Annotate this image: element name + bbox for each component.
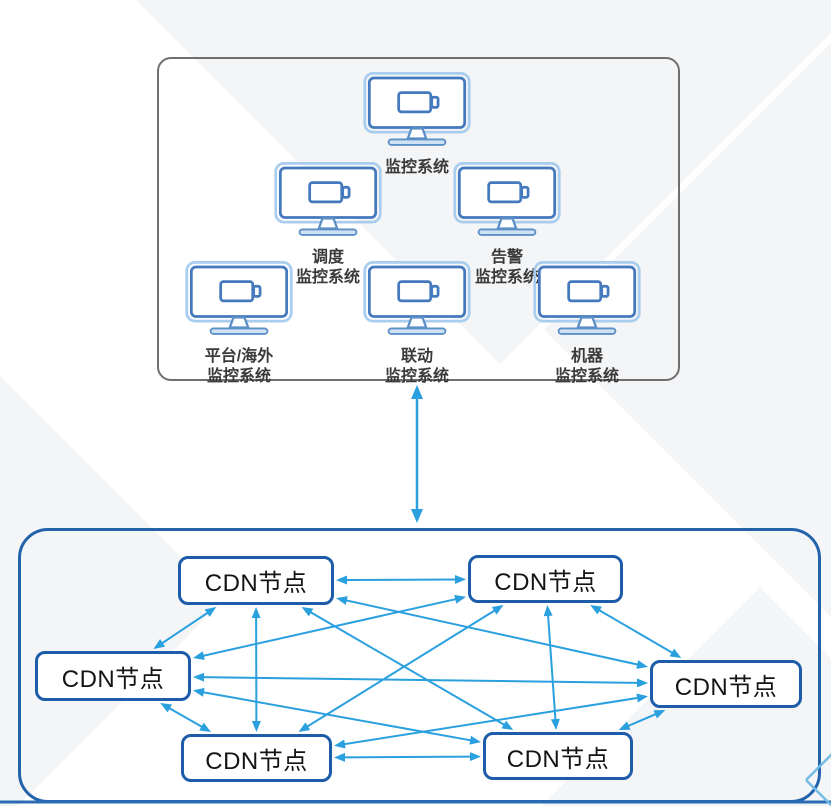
monitor-label-line1: 监控系统 <box>384 159 449 176</box>
monitor-label-line2: 监控系统 <box>474 269 539 286</box>
monitor-label-line1: 平台/海外 <box>204 348 274 365</box>
monitor-label-line2: 监控系统 <box>384 368 449 385</box>
monitor-label-line2: 监控系统 <box>295 269 360 286</box>
monitor-unit-alert: 告警 监控系统 <box>452 160 562 287</box>
monitor-icon <box>453 162 561 236</box>
monitor-unit-main: 监控系统 <box>362 70 472 179</box>
monitor-label-line1: 调度 <box>311 249 344 266</box>
monitor-label-line1: 机器 <box>570 348 603 365</box>
monitor-icon <box>274 162 382 236</box>
monitor-unit-scheduling: 调度 监控系统 <box>273 160 383 287</box>
monitor-unit-linkage: 联动 监控系统 <box>362 259 472 386</box>
cdn-node-top-right: CDN节点 <box>468 555 623 603</box>
cdn-node-top-left: CDN节点 <box>178 556 334 605</box>
cdn-node-bottom-right: CDN节点 <box>483 732 633 780</box>
monitor-icon <box>185 261 293 335</box>
monitor-label-line2: 监控系统 <box>554 368 619 385</box>
monitor-label-line2: 监控系统 <box>206 368 271 385</box>
monitor-icon <box>363 261 471 335</box>
monitor-label-line1: 联动 <box>400 348 433 365</box>
monitoring-systems-panel <box>157 57 680 381</box>
monitor-unit-machine: 机器 监控系统 <box>532 259 642 386</box>
monitor-label-line1: 告警 <box>490 249 523 266</box>
monitor-icon <box>533 261 641 335</box>
cdn-node-mid-left: CDN节点 <box>35 651 191 701</box>
monitor-icon <box>363 72 471 146</box>
cdn-node-mid-right: CDN节点 <box>650 660 802 708</box>
monitor-unit-platform-overseas: 平台/海外 监控系统 <box>184 259 294 386</box>
cdn-node-bottom-left: CDN节点 <box>181 734 332 782</box>
